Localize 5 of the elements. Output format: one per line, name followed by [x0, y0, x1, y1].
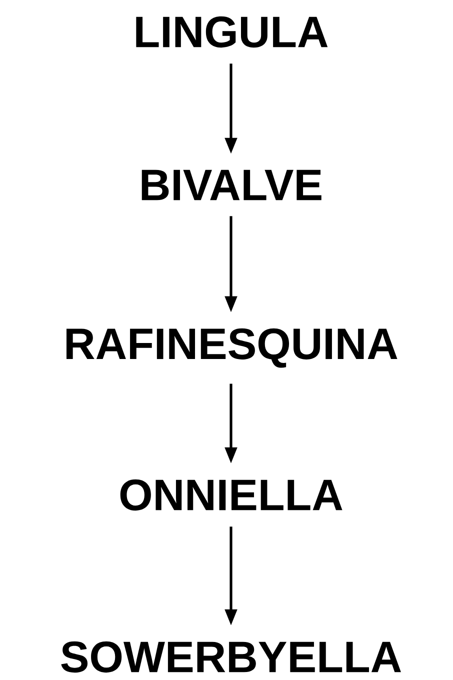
taxon-label: SOWERBYELLA: [61, 641, 401, 673]
taxon-label: ONNIELLA: [120, 479, 342, 511]
taxon-label: RAFINESQUINA: [66, 328, 398, 368]
taxon-label: LINGULA: [136, 16, 328, 48]
taxon-label: BIVALVE: [142, 170, 322, 200]
